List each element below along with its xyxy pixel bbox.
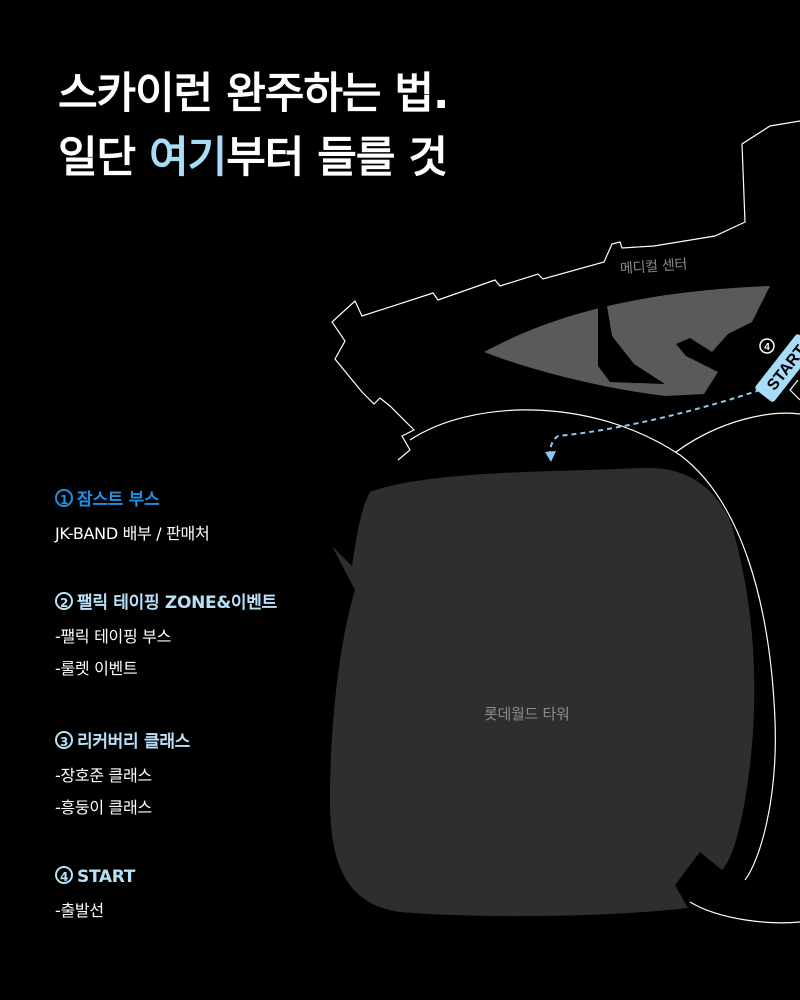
circled-number-4: 4 — [55, 866, 73, 884]
legend-title-4-text: START — [77, 867, 136, 887]
circled-number-2: 2 — [55, 592, 73, 610]
legend-line-3-2: -흥둥이 클래스 — [55, 798, 152, 817]
tower-label: 롯데월드 타워 — [484, 705, 570, 723]
legend-line-2-1: -팰릭 테이핑 부스 — [55, 627, 171, 646]
start-number-badge — [759, 338, 775, 354]
legend-title-3-text: 리커버리 클래스 — [77, 732, 190, 752]
legend-title-1-text: 잠스트 부스 — [77, 490, 160, 510]
legend-line-2-2: -룰렛 이벤트 — [55, 659, 138, 678]
tower-shape — [330, 467, 755, 917]
medical-center-shape — [484, 286, 770, 396]
medical-center-notch — [598, 300, 665, 384]
circled-number-3: 3 — [55, 731, 73, 749]
legend-line-3-1: -장호준 클래스 — [55, 766, 152, 785]
legend-line-4-1: -출발선 — [55, 901, 104, 920]
plaza-curve-corner — [789, 379, 800, 401]
headline: 스카이런 완주하는 법. 일단 여기부터 들를 것 — [58, 62, 449, 190]
legend-title-2-text: 팰릭 테이핑 ZONE&이벤트 — [77, 593, 277, 613]
legend-line-1-1: JK-BAND 배부 / 판매처 — [55, 524, 210, 543]
circled-number-1: 1 — [55, 489, 73, 507]
start-number: 4 — [764, 342, 770, 353]
medical-center-outline — [331, 120, 800, 461]
plaza-curve-right — [675, 412, 800, 453]
route-path — [549, 389, 761, 453]
headline-line-1: 스카이런 완주하는 법. — [58, 69, 449, 119]
plaza-curve-bottom — [689, 901, 800, 924]
headline-line-2: 일단 여기부터 들를 것 — [58, 133, 448, 183]
plaza-curve-left — [409, 409, 776, 881]
headline-line-2-after: 부터 들를 것 — [226, 133, 448, 183]
headline-accent: 여기 — [149, 133, 227, 183]
headline-line-2-before: 일단 — [58, 133, 150, 183]
route-arrow-head — [545, 451, 556, 462]
